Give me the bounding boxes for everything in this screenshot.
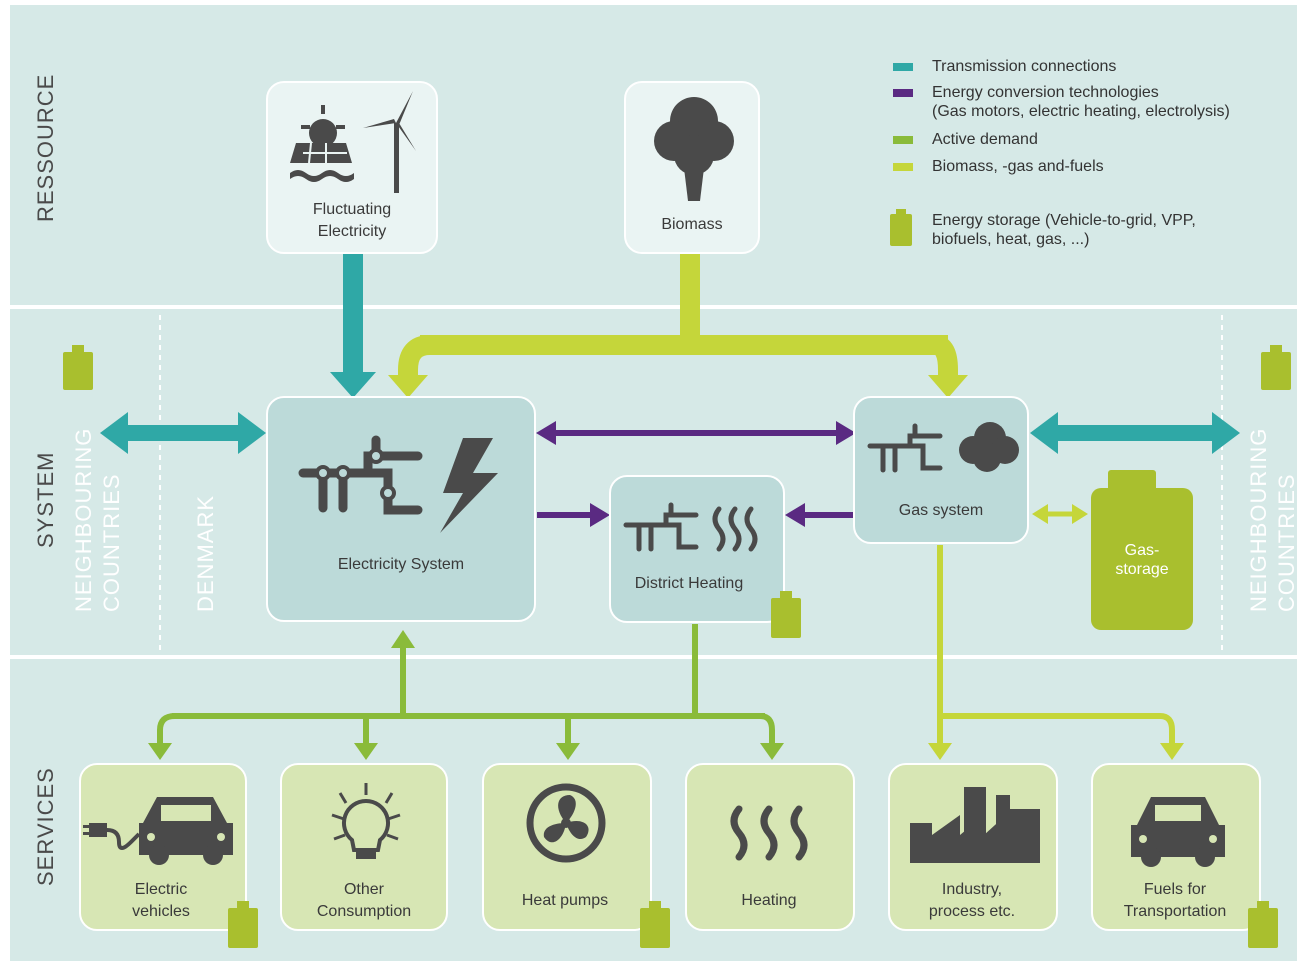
legend-transmission: Transmission connections (932, 58, 1117, 75)
electricity-system-node: Electricity System (266, 396, 536, 622)
district-heating-node: District Heating (609, 475, 785, 623)
grid-lightning-icon (298, 435, 498, 533)
grid-cloud-icon (867, 422, 1019, 473)
legend-swatch-biomass (893, 163, 913, 171)
electricity-system-label: Electricity System (337, 556, 465, 573)
tree-icon (654, 97, 734, 201)
legend-conversion: Energy conversion technologies(Gas motor… (932, 84, 1230, 120)
heating-node: Heating (685, 763, 855, 931)
car-icon (1131, 797, 1225, 867)
gas-system-label: Gas system (898, 502, 984, 519)
district-heating-label: District Heating (634, 575, 744, 592)
biomass-node: Biomass (624, 81, 760, 254)
heating-label: Heating (741, 892, 797, 909)
flow-biomass (420, 252, 948, 355)
biomass-label: Biomass (661, 216, 723, 233)
ev-plug-icon (83, 797, 233, 865)
gas-storage-label: Gas-storage (1115, 542, 1169, 578)
legend-swatch-conversion (893, 89, 913, 97)
legend-storage: Energy storage (Vehicle-to-grid, VPP,bio… (932, 212, 1196, 248)
gas-system-node: Gas system (853, 396, 1029, 544)
grid-heat-icon (623, 502, 758, 552)
legend-active-demand: Active demand (932, 131, 1038, 148)
heat-waves-icon (730, 805, 808, 861)
factory-icon (910, 787, 1040, 863)
legend-swatch-active-demand (893, 136, 913, 144)
industry-label: Industry,process etc. (928, 881, 1016, 920)
fan-icon (526, 783, 606, 863)
lightbulb-icon (331, 783, 401, 859)
heat-pumps-node: Heat pumps (482, 763, 652, 931)
legend-biomass: Biomass, -gas and-fuels (932, 158, 1104, 175)
legend-swatch-transmission (893, 63, 913, 71)
industry-node: Industry,process etc. (888, 763, 1058, 931)
heat-pumps-label: Heat pumps (521, 892, 609, 909)
solar-wind-icon (290, 91, 416, 193)
